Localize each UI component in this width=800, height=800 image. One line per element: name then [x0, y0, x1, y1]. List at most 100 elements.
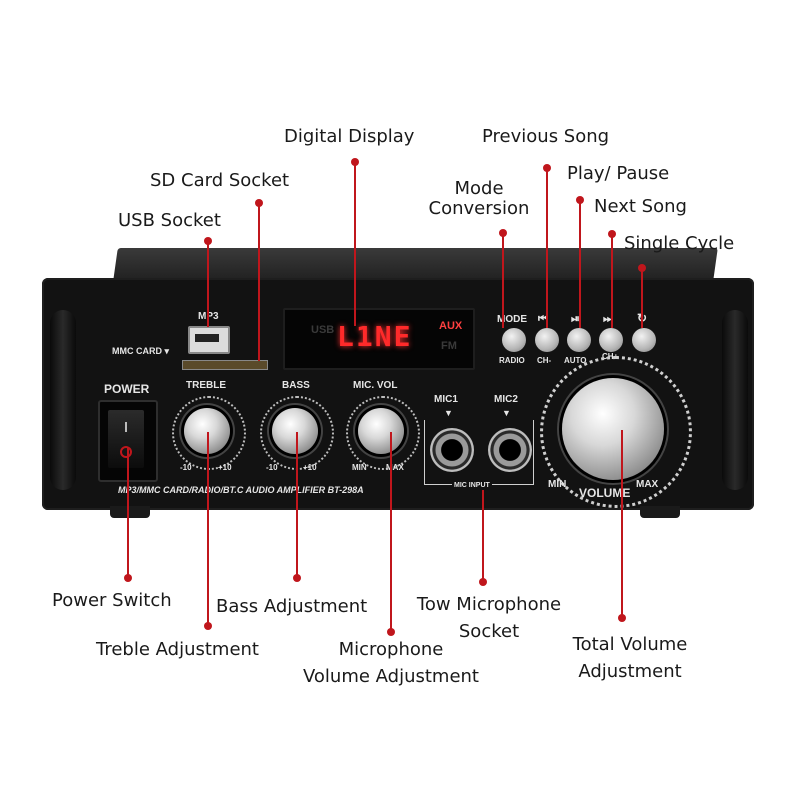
play-pause-button[interactable]	[567, 328, 591, 352]
leader-mic-socket	[482, 490, 484, 582]
prev-symbol: ⏮	[538, 313, 548, 325]
callout-total-volume-line2: Adjustment	[578, 661, 682, 682]
leader-play-pause	[579, 200, 581, 328]
device-foot	[640, 506, 680, 518]
model-text: MP3/MMC CARD/RADIO/BT.C AUDIO AMPLIFIER …	[118, 485, 364, 495]
ch-minus-label: CH-	[537, 356, 552, 365]
play-symbol: ⏯	[571, 313, 580, 325]
mic1-label: MIC1	[434, 394, 458, 405]
display-main-text: L1NE	[337, 320, 413, 353]
leader-digital-display	[354, 162, 356, 326]
leader-dot	[576, 196, 584, 204]
mic1-arrow: ▼	[444, 408, 453, 418]
next-song-button[interactable]	[599, 328, 623, 352]
leader-dot	[124, 574, 132, 582]
digital-display: USB L1NE AUX FM	[283, 308, 475, 370]
callout-mode-conversion-line1: Mode	[454, 178, 504, 199]
on-mark	[125, 422, 127, 432]
previous-song-button[interactable]	[535, 328, 559, 352]
treble-label: TREBLE	[186, 380, 226, 391]
off-mark	[120, 446, 132, 458]
treble-min-label: -10	[180, 463, 192, 472]
callout-single-cycle: Single Cycle	[624, 233, 735, 254]
single-cycle-button[interactable]	[632, 328, 656, 352]
power-switch[interactable]	[98, 400, 158, 482]
mic-input-label: MIC INPUT	[452, 482, 492, 489]
callout-mode-conversion-line2: Conversion	[428, 198, 530, 219]
leader-dot	[499, 229, 507, 237]
mic1-socket[interactable]	[430, 428, 474, 472]
rocker	[108, 410, 144, 468]
mode-label: MODE	[497, 314, 527, 325]
mic-vol-max-label: MAX	[386, 463, 404, 472]
volume-label: VOLUME	[579, 486, 631, 500]
leader-sd-card	[258, 203, 260, 361]
leader-usb	[207, 241, 209, 327]
display-usb-text: USB	[311, 324, 335, 336]
volume-scale	[540, 356, 692, 508]
callout-next-song: Next Song	[594, 196, 687, 217]
leader-dot	[351, 158, 359, 166]
device-foot	[110, 506, 150, 518]
leader-mode	[502, 233, 504, 328]
leader-dot	[479, 578, 487, 586]
treble-scale	[172, 396, 246, 470]
mode-button[interactable]	[502, 328, 526, 352]
callout-usb-socket: USB Socket	[118, 210, 221, 231]
leader-next-song	[611, 234, 613, 328]
display-aux-text: AUX	[439, 320, 463, 332]
leader-single-cycle	[641, 268, 643, 328]
treble-max-label: +10	[218, 463, 232, 472]
sd-card-socket[interactable]	[182, 360, 268, 370]
mic-vol-scale	[346, 396, 420, 470]
mic2-arrow: ▼	[502, 408, 511, 418]
leader-bass	[296, 432, 298, 578]
display-fm-text: FM	[441, 340, 457, 352]
mic-vol-min-label: MIN	[352, 463, 367, 472]
usb-socket[interactable]	[188, 326, 230, 354]
leader-dot	[204, 237, 212, 245]
callout-digital-display: Digital Display	[284, 126, 415, 147]
leader-dot	[638, 264, 646, 272]
callout-microphone-volume-line1: Microphone	[338, 639, 444, 660]
leader-dot	[204, 622, 212, 630]
leader-dot	[608, 230, 616, 238]
next-symbol: ⏭	[603, 313, 613, 325]
auto-label: AUTO	[564, 356, 587, 365]
mmc-card-label: MMC CARD ▾	[112, 346, 170, 356]
callout-tow-microphone-line1: Tow Microphone	[416, 594, 562, 615]
callout-power-switch: Power Switch	[52, 590, 172, 611]
leader-dot	[387, 628, 395, 636]
leader-dot	[618, 614, 626, 622]
mic-volume-knob[interactable]	[358, 408, 404, 454]
power-label: POWER	[104, 382, 150, 396]
mic2-label: MIC2	[494, 394, 518, 405]
left-handle	[50, 310, 76, 490]
right-handle	[722, 310, 748, 490]
leader-dot	[543, 164, 551, 172]
leader-previous-song	[546, 168, 548, 328]
mic-vol-label: MIC. VOL	[353, 380, 398, 391]
leader-total-volume	[621, 430, 623, 618]
leader-dot	[255, 199, 263, 207]
bass-min-label: -10	[266, 463, 278, 472]
callout-treble-adjustment: Treble Adjustment	[96, 639, 259, 660]
callout-tow-microphone-line2: Socket	[458, 621, 520, 642]
volume-max-label: MAX	[636, 479, 659, 490]
leader-treble	[207, 432, 209, 626]
leader-dot	[293, 574, 301, 582]
mic2-socket[interactable]	[488, 428, 532, 472]
callout-play-pause: Play/ Pause	[567, 163, 670, 184]
radio-label: RADIO	[499, 356, 525, 365]
callout-total-volume-line1: Total Volume	[572, 634, 688, 655]
bass-label: BASS	[282, 380, 310, 391]
callout-sd-card-socket: SD Card Socket	[150, 170, 290, 191]
volume-min-label: MIN	[548, 479, 567, 490]
callout-previous-song: Previous Song	[482, 126, 610, 147]
volume-knob[interactable]	[562, 378, 664, 480]
bass-max-label: +10	[303, 463, 317, 472]
callout-bass-adjustment: Bass Adjustment	[216, 596, 368, 617]
leader-mic-volume	[390, 432, 392, 632]
bass-knob[interactable]	[272, 408, 318, 454]
leader-power-switch	[127, 448, 129, 578]
